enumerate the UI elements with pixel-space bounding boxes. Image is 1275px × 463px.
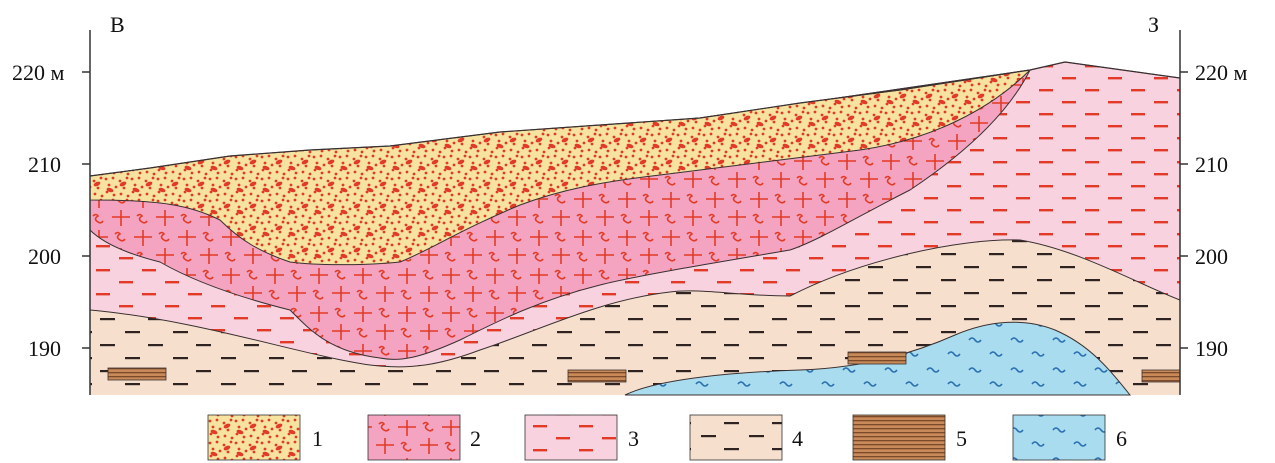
left-axis-label-210: 210 <box>28 152 61 177</box>
legend-number-5: 5 <box>956 426 967 451</box>
legend-number-1: 1 <box>312 426 323 451</box>
right-axis-label-190: 190 <box>1195 336 1228 361</box>
legend-number-2: 2 <box>470 426 481 451</box>
unit-5-lens <box>848 352 906 364</box>
unit-5-lens <box>1142 370 1180 382</box>
legend: 1 2 3 4 5 6 <box>208 415 1127 460</box>
legend-number-3: 3 <box>628 426 639 451</box>
legend-swatch-3 <box>525 415 617 460</box>
right-axis-label-210: 210 <box>1195 152 1228 177</box>
direction-label-right: З <box>1148 12 1159 37</box>
legend-swatch-6 <box>1013 415 1105 460</box>
unit-5-lens <box>568 370 626 382</box>
direction-label-left: В <box>110 12 125 37</box>
legend-swatch-5 <box>853 415 945 460</box>
legend-number-6: 6 <box>1116 426 1127 451</box>
legend-swatch-4 <box>690 415 782 460</box>
right-axis-label-220: 220 м <box>1195 60 1248 85</box>
legend-swatch-2 <box>368 415 460 460</box>
unit-5-lens <box>108 368 166 380</box>
legend-swatch-1 <box>208 415 300 460</box>
right-axis-label-200: 200 <box>1195 244 1228 269</box>
legend-number-4: 4 <box>792 426 803 451</box>
left-axis-label-190: 190 <box>28 336 61 361</box>
left-axis-label-220: 220 м <box>12 60 65 85</box>
left-axis-label-200: 200 <box>28 244 61 269</box>
